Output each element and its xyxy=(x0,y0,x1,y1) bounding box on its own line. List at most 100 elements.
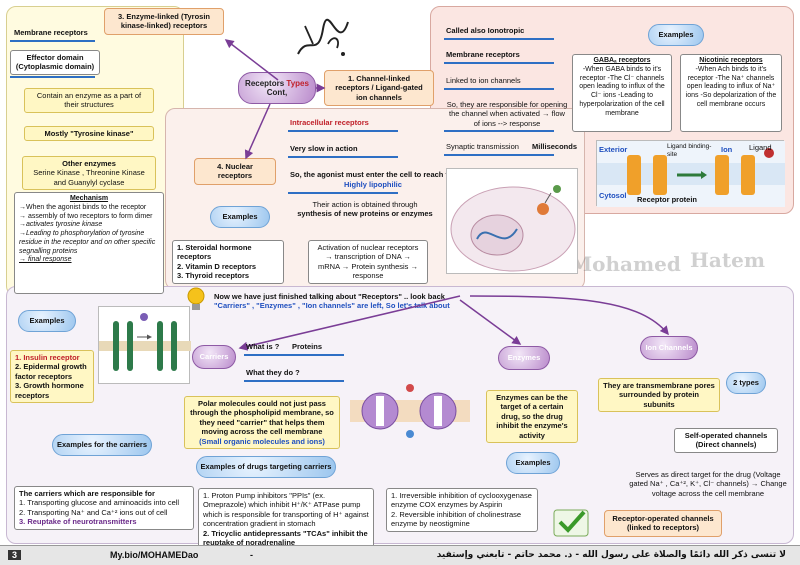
enzyme-example: 2. Reversible inhibition of cholinestras… xyxy=(391,509,522,529)
nicotinic-receptor-box: Nicotinic receptors -When Ach binds to i… xyxy=(680,54,782,132)
ion-channels-title: Ion Channels xyxy=(640,336,698,360)
mechanism-line: →When the agonist binds to the receptor xyxy=(19,203,147,211)
highly-lipophilic-label: Highly lipophilic xyxy=(344,180,402,189)
fig-receptor-label: Receptor protein xyxy=(637,195,698,204)
responsible-item: 2. Transporting Na⁺ and Ca⁺² ions out of… xyxy=(19,507,168,517)
channel-examples-pill: Examples xyxy=(648,24,704,46)
enzymes-target-box: Enzymes can be the target of a certain d… xyxy=(486,390,578,443)
drugs-carriers-pill: Examples of drugs targeting carriers xyxy=(196,456,336,478)
footer-arabic: لا تنسى ذكر الله دائمًا والصلاة على رسول… xyxy=(436,550,786,560)
other-enzymes-text: Serine Kinase , Threonine Kinase and Gua… xyxy=(33,168,145,187)
drugs-carriers-box: 1. Proton Pump inhibitors "PPIs" (ex. Om… xyxy=(198,488,374,551)
other-enzymes-title: Other enzymes xyxy=(62,159,116,168)
ionotropic-label: Called also Ionotropic xyxy=(446,26,525,35)
linked-to-ion-channels: Linked to ion channels xyxy=(446,76,521,85)
fig-cytosol-label: Cytosol xyxy=(599,191,627,200)
responsible-title: The carriers which are responsible for xyxy=(19,489,155,498)
membrane-receptors-box-3: Membrane receptors xyxy=(14,28,88,37)
divider xyxy=(288,130,398,132)
example-item: 1. Steroidal hormone receptors xyxy=(177,243,252,262)
divider xyxy=(288,156,398,158)
ligand-gated-channel-figure: Exterior Cytosol Ligand binding-site Ion… xyxy=(596,140,785,207)
footer-bar: 3 My.bio/MOHAMEDao - لا تنسى ذكر الله دا… xyxy=(0,545,800,565)
what-is-label: What is ? xyxy=(246,342,280,351)
divider xyxy=(10,76,95,78)
activation-box: Activation of nuclear receptors → transc… xyxy=(308,240,428,284)
divider xyxy=(244,380,344,382)
other-enzymes-box: Other enzymes Serine Kinase , Threonine … xyxy=(22,156,156,191)
effector-domain-box: Effector domain (Cytoplasmic domain) xyxy=(10,50,100,75)
drug-item: 1. Proton Pump inhibitors "PPIs" (ex. Om… xyxy=(203,491,369,529)
nuclear-receptor-figure xyxy=(446,168,578,274)
responsible-item: 1. Transporting glucose and aminoacids i… xyxy=(19,498,180,508)
watermark-mohamed: Mohamed xyxy=(570,252,681,276)
divider xyxy=(288,192,398,194)
enzyme-linked-examples-list: 1. Insulin receptor 2. Epidermal growth … xyxy=(10,350,94,403)
example-item: 2. Epidermal growth factor receptors xyxy=(15,362,87,381)
agonist-enter-label: So, the agonist must enter the cell to r… xyxy=(290,170,457,179)
carrier-membrane-figure xyxy=(350,378,470,444)
fig-ligand-site-label: Ligand binding-site xyxy=(667,143,712,159)
mechanism-line: →activates tyrosine kinase xyxy=(19,221,103,229)
milliseconds: Milliseconds xyxy=(532,142,578,151)
checkmark-icon xyxy=(553,509,589,537)
divider xyxy=(444,88,554,90)
enzyme-linked-header: 3. Enzyme-linked (Tyrosin kinase-linked)… xyxy=(104,8,224,35)
gaba-receptor-box: GABAₐ receptors -When GABA binds to it's… xyxy=(572,54,672,132)
example-item: 2. Vitamin D receptors xyxy=(177,261,257,271)
example-item: 3. Growth hormone receptors xyxy=(15,381,84,400)
receptor-operated-box: Receptor-operated channels (linked to re… xyxy=(604,510,722,537)
mostly-tyrosine-kinase: Mostly "Tyrosine kinase" xyxy=(24,126,154,142)
divider xyxy=(444,62,554,64)
footer-handle: My.bio/MOHAMEDao xyxy=(110,550,199,560)
fig-exterior-label: Exterior xyxy=(599,145,628,154)
example-item: 1. Insulin receptor xyxy=(15,353,80,362)
page-number: 3 xyxy=(8,550,22,560)
self-operated-box: Self-operated channels (Direct channels) xyxy=(674,428,778,453)
carrier-responsibilities-box: The carriers which are responsible for 1… xyxy=(14,486,194,530)
synaptic-transmission: Synaptic transmission xyxy=(446,142,519,151)
proteins-label: Proteins xyxy=(292,342,323,351)
obtained-label: Their action is obtained through synthes… xyxy=(297,200,433,219)
enzyme-linked-examples-pill: Examples xyxy=(18,310,76,332)
lightbulb-icon xyxy=(187,287,205,310)
mechanism-box: Mechanism →When the agonist binds to the… xyxy=(14,192,164,294)
signature-logo xyxy=(297,18,349,56)
divider xyxy=(244,354,344,356)
polar-molecules-box: Polar molecules could not just pass thro… xyxy=(184,396,340,449)
carriers-title: Carriers xyxy=(192,345,236,369)
watermark-hatem: Hatem xyxy=(690,248,765,272)
divider xyxy=(10,40,95,42)
carrier-examples-pill: Examples for the carriers xyxy=(52,434,152,456)
mechanism-line: → assembly of two receptors to form dime… xyxy=(19,212,153,220)
mechanism-line: → final response xyxy=(19,256,72,264)
responsible-opening: So, they are responsible for opening the… xyxy=(446,100,568,128)
enzyme-example: 1. Irreversible inhibition of cyclooxyge… xyxy=(391,491,532,510)
divider xyxy=(444,38,554,40)
mechanism-line: →Leading to phosphorylation of tyrosine … xyxy=(19,230,156,255)
nicotinic-title: Nicotinic receptors xyxy=(699,57,763,64)
footer-dash: - xyxy=(250,550,253,560)
gaba-text: -When GABA binds to it's receptor -The C… xyxy=(579,65,665,117)
serves-label: Serves as direct target for the drug (Vo… xyxy=(629,470,787,498)
responsible-item: 3. Reuptake of neurotransmitters xyxy=(19,517,137,527)
intracellular-label: Intracellular receptors xyxy=(290,118,369,127)
fig-ligand-label: Ligand xyxy=(749,143,772,152)
nuclear-examples-list: 1. Steroidal hormone receptors 2. Vitami… xyxy=(172,240,284,284)
mechanism-title: Mechanism xyxy=(69,195,109,202)
nuclear-examples-pill: Examples xyxy=(210,206,270,228)
nicotinic-text: -When Ach binds to it's receptor -The Na… xyxy=(685,65,777,108)
membrane-receptors-1: Membrane receptors xyxy=(446,50,520,59)
example-item: 3. Thyroid receptors xyxy=(177,271,250,281)
nuclear-receptors-header: 4. Nuclear receptors xyxy=(194,158,276,185)
pores-box: They are transmembrane pores surrounded … xyxy=(598,378,720,413)
tyrosine-kinase-receptor-figure xyxy=(98,306,191,384)
enzymes-examples-pill: Examples xyxy=(506,452,560,474)
enzymes-title: Enzymes xyxy=(498,346,550,370)
enzyme-examples-box: 1. Irreversible inhibition of cyclooxyge… xyxy=(386,488,538,532)
contain-enzyme-box: Contain an enzyme as a part of their str… xyxy=(24,88,154,113)
divider xyxy=(444,154,554,156)
divider xyxy=(444,130,554,132)
gaba-title: GABAₐ receptors xyxy=(593,57,651,64)
